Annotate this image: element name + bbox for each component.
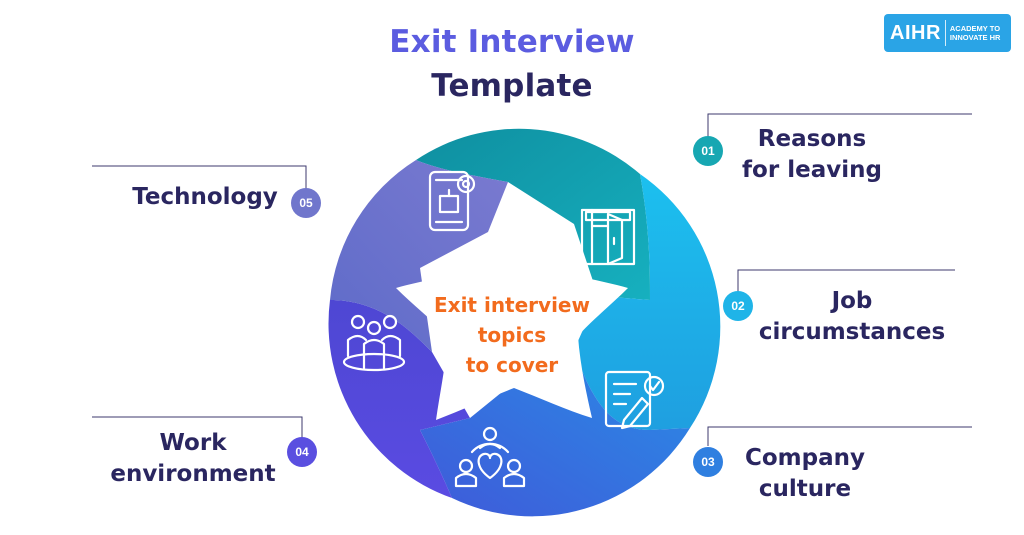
mobile-settings-icon: [428, 170, 476, 232]
checklist-icon: [604, 370, 665, 430]
logo-divider: [944, 20, 946, 46]
segment-technology: [330, 160, 508, 352]
page-title: Exit Interview: [389, 24, 635, 60]
connector-05: [92, 165, 307, 193]
team-heart-icon: [454, 426, 526, 488]
topic-label-job-circumstances: Job circumstances: [758, 288, 946, 345]
topic-label-work-environment: Work environment: [110, 430, 276, 487]
page-subtitle: Template: [431, 68, 593, 104]
center-caption: Exit interview topics to cover: [434, 293, 590, 377]
topic-number-badge-05: 05: [291, 188, 321, 218]
topic-number-badge-04: 04: [287, 437, 317, 467]
team-icon: [342, 314, 406, 372]
connector-03: [707, 426, 972, 446]
aihr-logo: AIHR ACADEMY TO INNOVATE HR: [884, 14, 1011, 52]
topic-label-reasons-for-leaving: Reasons for leaving: [742, 126, 882, 183]
topic-number-badge-02: 02: [723, 291, 753, 321]
segment-job-circumstances: [574, 174, 721, 430]
door-icon: [580, 208, 636, 266]
center-star: [396, 192, 628, 420]
topic-label-company-culture: Company culture: [745, 445, 865, 502]
connector-01: [707, 113, 972, 141]
connector-04: [92, 416, 303, 440]
connector-lines: [92, 113, 972, 446]
logo-mark: AIHR: [890, 21, 941, 44]
topic-number-badge-01: 01: [693, 136, 723, 166]
topic-label-technology: Technology: [132, 184, 278, 210]
logo-tagline: ACADEMY TO INNOVATE HR: [949, 24, 1001, 42]
connector-02: [737, 269, 955, 293]
topic-number-badge-03: 03: [693, 447, 723, 477]
